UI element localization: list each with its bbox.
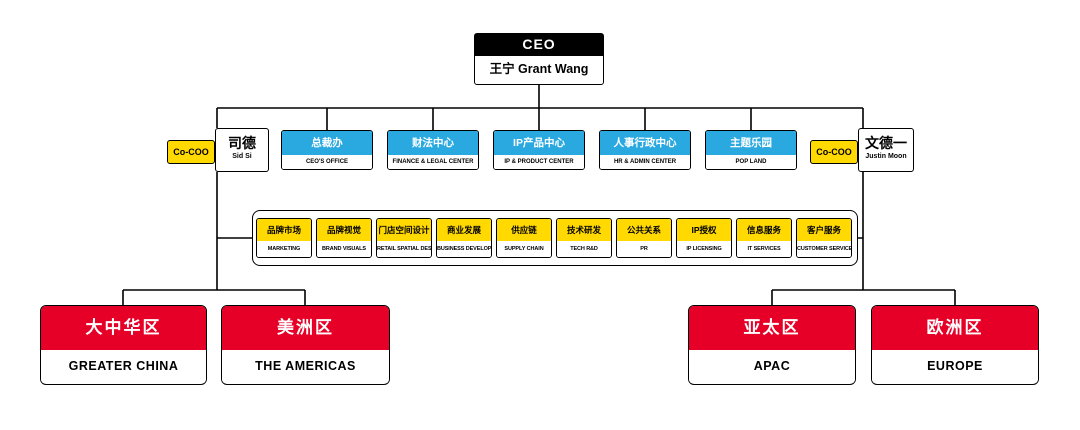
dept-supply-chain-cn: 供应链 — [497, 219, 551, 241]
node-hr-admin-cn: 人事行政中心 — [600, 131, 690, 155]
co-coo-right-node: 文德一 Justin Moon — [858, 128, 914, 172]
node-ip-product-center: IP产品中心 IP & PRODUCT CENTER — [493, 130, 585, 170]
dept-tech-rd-cn: 技术研发 — [557, 219, 611, 241]
node-pop-land-cn: 主题乐园 — [706, 131, 796, 155]
dept-ip-licensing-en: IP LICENSING — [677, 241, 731, 257]
region-apac-cn: 亚太区 — [689, 306, 855, 350]
dept-supply-chain-en: SUPPLY CHAIN — [497, 241, 551, 257]
dept-brand-visuals-en: BRAND VISUALS — [317, 241, 371, 257]
co-coo-left-name-cn: 司德 — [228, 135, 256, 151]
node-hr-admin-en: HR & ADMIN CENTER — [600, 155, 690, 169]
dept-customer-service-en: CUSTOMER SERVICE — [797, 241, 851, 257]
node-hr-admin-center: 人事行政中心 HR & ADMIN CENTER — [599, 130, 691, 170]
dept-it-services: 信息服务 IT SERVICES — [736, 218, 792, 258]
ceo-title: CEO — [474, 33, 604, 55]
co-coo-right-tag: Co-COO — [810, 140, 858, 164]
region-the-americas-cn: 美洲区 — [222, 306, 389, 350]
dept-business-development-en: BUSINESS DEVELOPMENT — [437, 241, 491, 257]
region-europe-cn: 欧洲区 — [872, 306, 1038, 350]
dept-marketing-en: MARKETING — [257, 241, 311, 257]
node-pop-land-en: POP LAND — [706, 155, 796, 169]
node-ceos-office-cn: 总裁办 — [282, 131, 372, 155]
dept-tech-rd-en: TECH R&D — [557, 241, 611, 257]
dept-pr-cn: 公共关系 — [617, 219, 671, 241]
dept-it-services-en: IT SERVICES — [737, 241, 791, 257]
node-ceos-office-en: CEO'S OFFICE — [282, 155, 372, 169]
dept-marketing: 品牌市场 MARKETING — [256, 218, 312, 258]
region-europe-en: EUROPE — [872, 350, 1038, 383]
node-ceos-office: 总裁办 CEO'S OFFICE — [281, 130, 373, 170]
dept-tech-rd: 技术研发 TECH R&D — [556, 218, 612, 258]
node-finance-legal-cn: 财法中心 — [388, 131, 478, 155]
node-ip-product-en: IP & PRODUCT CENTER — [494, 155, 584, 169]
dept-marketing-cn: 品牌市场 — [257, 219, 311, 241]
region-greater-china-en: GREATER CHINA — [41, 350, 206, 383]
node-pop-land: 主题乐园 POP LAND — [705, 130, 797, 170]
region-the-americas: 美洲区 THE AMERICAS — [221, 305, 390, 385]
dept-ip-licensing-cn: IP授权 — [677, 219, 731, 241]
dept-brand-visuals: 品牌视觉 BRAND VISUALS — [316, 218, 372, 258]
node-ip-product-cn: IP产品中心 — [494, 131, 584, 155]
dept-ip-licensing: IP授权 IP LICENSING — [676, 218, 732, 258]
node-finance-legal-en: FINANCE & LEGAL CENTER — [388, 155, 478, 169]
dept-supply-chain: 供应链 SUPPLY CHAIN — [496, 218, 552, 258]
region-greater-china: 大中华区 GREATER CHINA — [40, 305, 207, 385]
dept-retail-spatial-design: 门店空间设计 RETAIL SPATIAL DESIGN — [376, 218, 432, 258]
dept-pr: 公共关系 PR — [616, 218, 672, 258]
dept-customer-service: 客户服务 CUSTOMER SERVICE — [796, 218, 852, 258]
co-coo-right-name-en: Justin Moon — [865, 153, 907, 160]
dept-business-development: 商业发展 BUSINESS DEVELOPMENT — [436, 218, 492, 258]
co-coo-left-name-en: Sid Si — [232, 153, 252, 160]
ceo-name: 王宁 Grant Wang — [474, 55, 604, 85]
co-coo-left-node: 司德 Sid Si — [215, 128, 269, 172]
region-the-americas-en: THE AMERICAS — [222, 350, 389, 383]
dept-retail-spatial-design-en: RETAIL SPATIAL DESIGN — [377, 241, 431, 257]
dept-customer-service-cn: 客户服务 — [797, 219, 851, 241]
co-coo-left-tag: Co-COO — [167, 140, 215, 164]
departments-frame — [252, 210, 858, 266]
dept-retail-spatial-design-cn: 门店空间设计 — [377, 219, 431, 241]
region-greater-china-cn: 大中华区 — [41, 306, 206, 350]
region-apac-en: APAC — [689, 350, 855, 383]
dept-it-services-cn: 信息服务 — [737, 219, 791, 241]
dept-brand-visuals-cn: 品牌视觉 — [317, 219, 371, 241]
region-europe: 欧洲区 EUROPE — [871, 305, 1039, 385]
dept-business-development-cn: 商业发展 — [437, 219, 491, 241]
dept-pr-en: PR — [617, 241, 671, 257]
region-apac: 亚太区 APAC — [688, 305, 856, 385]
node-finance-legal-center: 财法中心 FINANCE & LEGAL CENTER — [387, 130, 479, 170]
co-coo-right-name-cn: 文德一 — [865, 135, 907, 151]
ceo-node: CEO 王宁 Grant Wang — [474, 33, 604, 85]
